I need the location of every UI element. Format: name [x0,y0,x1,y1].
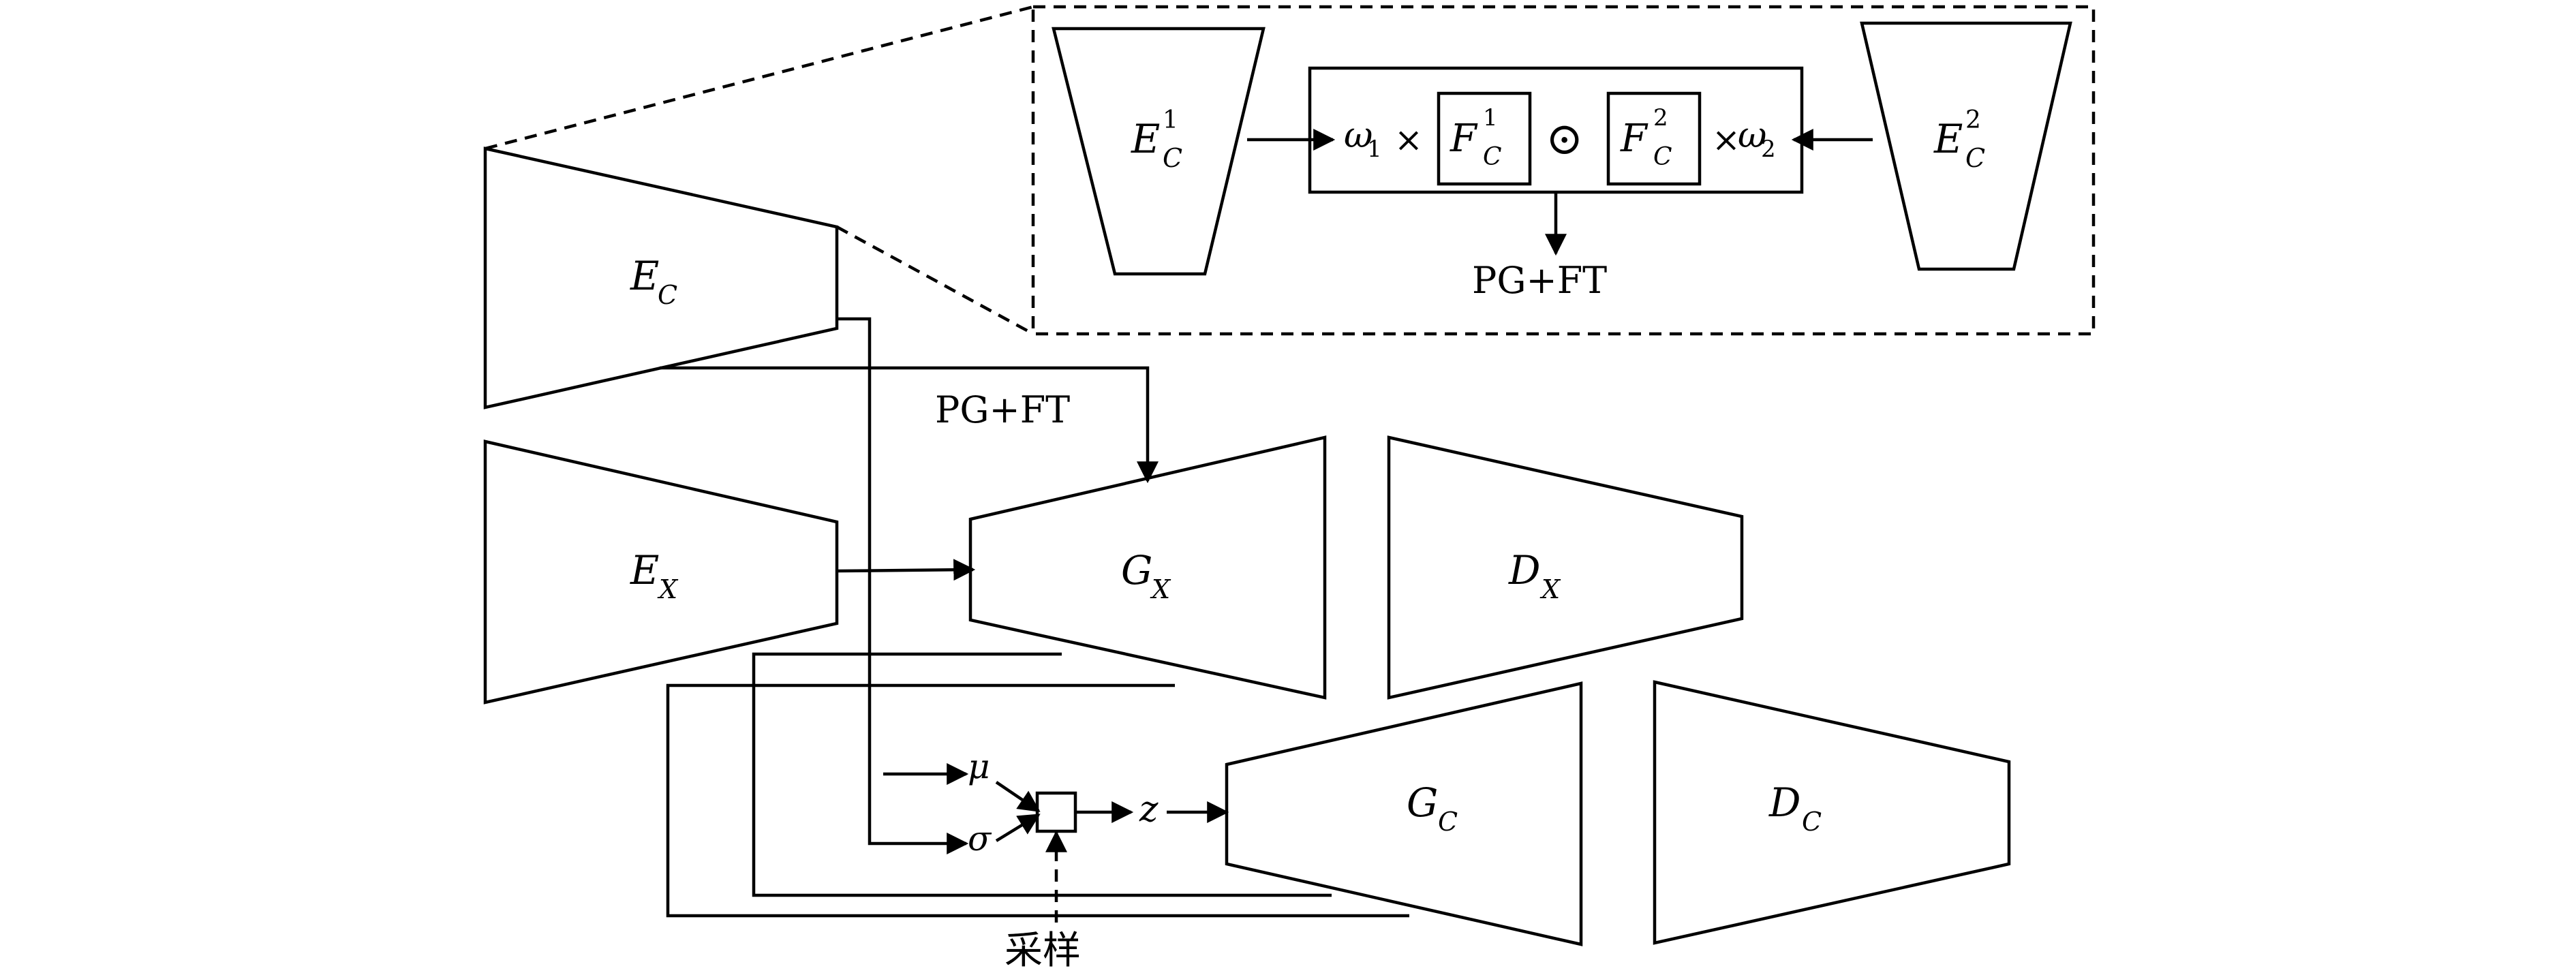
label-sampling: 采样 [1005,929,1081,973]
feature-fc1-box [1437,91,1532,186]
feature-fc2-box [1606,91,1702,186]
svg-text:G: G [1407,779,1438,826]
svg-text:C: C [1965,143,1985,173]
discriminator-dc-block [1653,680,2011,945]
sampler-node [1035,791,1077,833]
svg-text:X: X [1150,574,1171,604]
generator-gx-block [968,435,1327,700]
encoder-ec-block [483,146,839,409]
label-ec2: E 2 C [1933,106,1985,173]
svg-text:ω: ω [1738,115,1766,156]
svg-text:X: X [657,574,679,604]
svg-text:E: E [1933,116,1963,162]
svg-text:X: X [1539,574,1561,604]
svg-text:C: C [1163,143,1182,173]
label-ec1: E 1 C [1131,106,1182,173]
svg-text:D: D [1508,547,1541,593]
svg-text:C: C [1653,143,1672,171]
label-ec: E C [630,253,677,310]
sigma-to-sampler-arrow [995,814,1041,842]
label-sigma: σ [968,819,992,858]
zoom-projection-top [485,5,1034,151]
encoder-ec2-block [1860,21,2072,271]
svg-text:C: C [1438,807,1458,837]
encoder-ex-block [483,439,839,705]
svg-text:E: E [630,253,659,299]
svg-text:F: F [1620,117,1649,161]
svg-text:ω: ω [1344,115,1373,156]
mu-to-sampler-arrow [995,781,1041,812]
svg-text:×: × [1394,120,1423,159]
ex-to-gx-arrow [836,559,976,581]
svg-text:2: 2 [1965,106,1981,134]
feedback-loop-inner [752,652,1332,897]
svg-text:2: 2 [1761,136,1776,163]
fusion-expression: ω 1 × F 1 C ⊙ F 2 C × ω 2 [1344,104,1776,171]
svg-text:C: C [1802,807,1822,837]
label-dc: D C [1768,779,1822,837]
generator-gc-block [1225,681,1583,946]
svg-text:C: C [658,280,677,310]
feedback-loop-outer [666,683,1409,918]
svg-text:E: E [630,547,659,593]
svg-text:2: 2 [1653,104,1668,131]
svg-text:⊙: ⊙ [1546,112,1583,165]
label-z: z [1139,789,1159,830]
label-gc: G C [1407,779,1458,837]
svg-text:G: G [1121,547,1152,593]
svg-text:F: F [1450,117,1478,161]
ec-to-sigma-arrow [837,317,969,854]
ec-to-gx-arrow [660,366,1159,484]
label-gx: G X [1121,547,1171,604]
svg-text:D: D [1768,779,1801,826]
label-mu: μ [968,747,990,786]
svg-text:1: 1 [1483,104,1498,131]
encoder-ec1-block [1052,27,1266,276]
label-ex: E X [630,547,679,604]
label-pgft-mid: PG+FT [935,388,1070,431]
svg-text:1: 1 [1367,136,1382,163]
svg-text:C: C [1483,143,1502,171]
label-dx: D X [1508,547,1561,604]
svg-text:E: E [1131,116,1160,162]
label-pgft-top: PG+FT [1472,259,1607,302]
zoom-projection-bottom [835,226,1034,335]
svg-text:1: 1 [1163,106,1178,134]
svg-text:×: × [1712,120,1741,159]
discriminator-dx-block [1387,435,1744,700]
